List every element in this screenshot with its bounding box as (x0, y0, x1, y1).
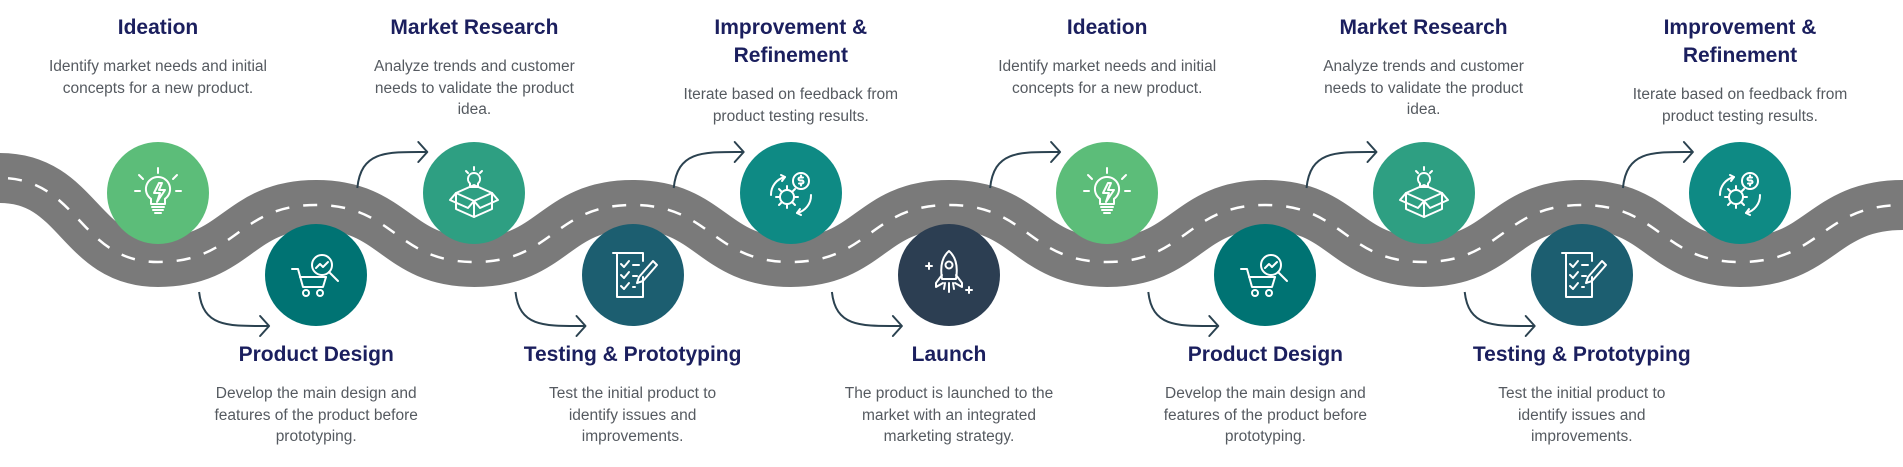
step-icon-circle (423, 142, 526, 244)
checklist-pencil-icon (1560, 252, 1607, 298)
step-description: Identify market needs and initial concep… (998, 58, 1217, 97)
gear-dollar-cycle-icon (1718, 172, 1762, 216)
step-title: Testing & Prototyping (1472, 343, 1691, 366)
gear-dollar-cycle-icon (769, 172, 812, 216)
step-description: Analyze trends and customer needs to val… (1323, 58, 1524, 118)
step-icon-circle (107, 142, 209, 244)
checklist-pencil-icon (611, 252, 658, 298)
flow-arrow (1621, 141, 1694, 189)
step-title: Launch (911, 343, 987, 366)
step-description: Identify market needs and initial concep… (49, 58, 267, 97)
lightbulb-icon (134, 167, 182, 214)
step-title: Product Design (1187, 343, 1343, 366)
step-icon-circle (1689, 142, 1791, 244)
step-description: The product is launched to the market wi… (844, 385, 1054, 445)
step-title: Market Research (1339, 16, 1508, 39)
flow-arrow (198, 291, 271, 337)
step-icon-circle (1214, 224, 1317, 326)
flow-arrow (1305, 141, 1378, 189)
step-icon-circle (739, 142, 842, 244)
cart-magnifier-icon (1240, 254, 1289, 297)
rocket-icon (925, 250, 973, 294)
step-description: Analyze trends and customer needs to val… (374, 58, 575, 118)
step-description: Iterate based on feedback from product t… (683, 86, 899, 125)
step-title: Product Design (238, 343, 394, 366)
step-title: Ideation (117, 16, 199, 39)
idea-box-icon (1398, 166, 1449, 218)
flow-arrow (830, 291, 903, 337)
step-icon-circle (581, 224, 684, 326)
step-title: Market Research (390, 16, 559, 39)
flow-arrow (1147, 291, 1220, 337)
step-icon-circle (1372, 142, 1475, 244)
idea-box-icon (449, 166, 500, 218)
step-title: Testing & Prototyping (523, 343, 742, 366)
step-description: Develop the main design and features of … (214, 385, 418, 445)
flow-arrow (989, 141, 1062, 189)
cart-magnifier-icon (291, 254, 340, 297)
flow-arrow (672, 141, 745, 189)
flow-arrow (1463, 291, 1536, 337)
flow-arrow (356, 141, 429, 189)
step-icon-circle (1530, 224, 1633, 326)
step-description: Iterate based on feedback from product t… (1632, 86, 1848, 125)
step-title: Improvement & Refinement (1663, 16, 1817, 67)
step-description: Test the initial product to identify iss… (549, 385, 717, 445)
step-title: Ideation (1066, 16, 1148, 39)
step-description: Develop the main design and features of … (1163, 385, 1368, 445)
flow-arrow (514, 291, 587, 337)
lightbulb-icon (1083, 167, 1132, 214)
step-icon-circle (265, 224, 368, 326)
step-description: Test the initial product to identify iss… (1498, 385, 1666, 445)
step-icon-circle (1056, 142, 1159, 244)
road-surface (0, 153, 1903, 288)
step-title: Improvement & Refinement (714, 16, 868, 67)
step-icon-circle (898, 224, 1000, 326)
